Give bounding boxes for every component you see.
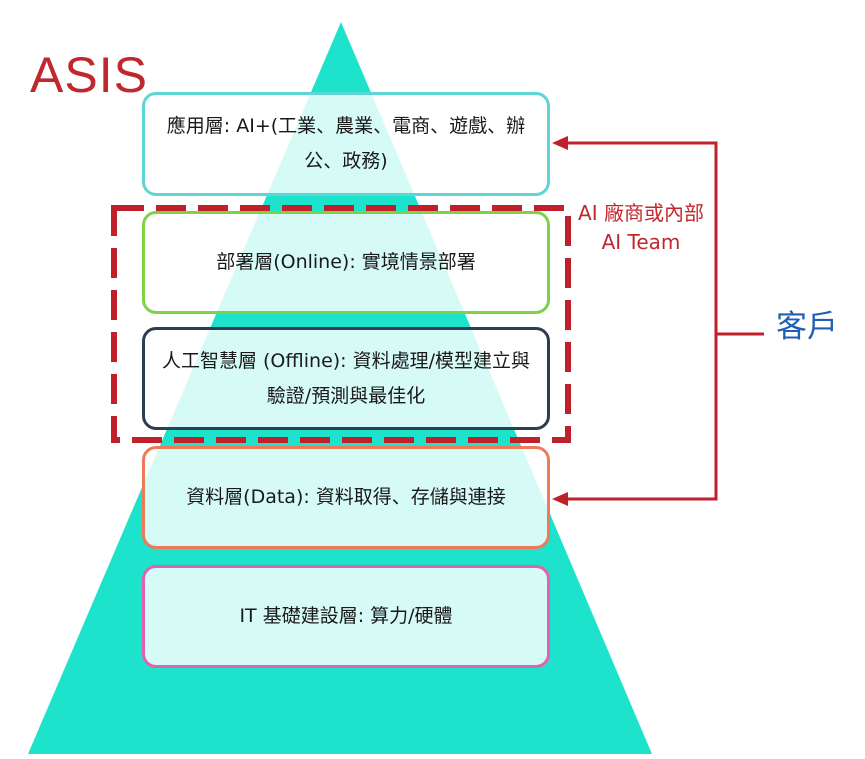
- ai-layer-label: 人工智慧層 (Offline): 資料處理/模型建立與驗證/預測與最佳化: [161, 349, 531, 407]
- asis-title: ASIS: [30, 47, 148, 103]
- deployment-layer-label: 部署層(Online): 實境情景部署: [216, 251, 476, 273]
- vendor-label-text: AI 廠商或內部 AI Team: [578, 201, 704, 254]
- ai-layer-box: 人工智慧層 (Offline): 資料處理/模型建立與驗證/預測與最佳化: [142, 327, 550, 430]
- vendor-label: AI 廠商或內部 AI Team: [574, 199, 708, 257]
- it-layer-label: IT 基礎建設層: 算力/硬體: [239, 605, 453, 627]
- customer-bracket: [556, 141, 718, 501]
- it-layer-box: IT 基礎建設層: 算力/硬體: [142, 565, 550, 668]
- arrow-to-data: [552, 492, 568, 506]
- customer-label: 客戶: [776, 309, 838, 345]
- application-layer-label: 應用層: AI+(工業、農業、電商、遊戲、辦公、政務): [166, 115, 526, 172]
- application-layer-box: 應用層: AI+(工業、農業、電商、遊戲、辦公、政務): [142, 92, 550, 196]
- arrow-to-application: [552, 136, 568, 150]
- data-layer-label: 資料層(Data): 資料取得、存儲與連接: [186, 486, 506, 508]
- data-layer-box: 資料層(Data): 資料取得、存儲與連接: [142, 446, 550, 549]
- deployment-layer-box: 部署層(Online): 實境情景部署: [142, 211, 550, 314]
- vendor-dashed-box: [111, 205, 571, 443]
